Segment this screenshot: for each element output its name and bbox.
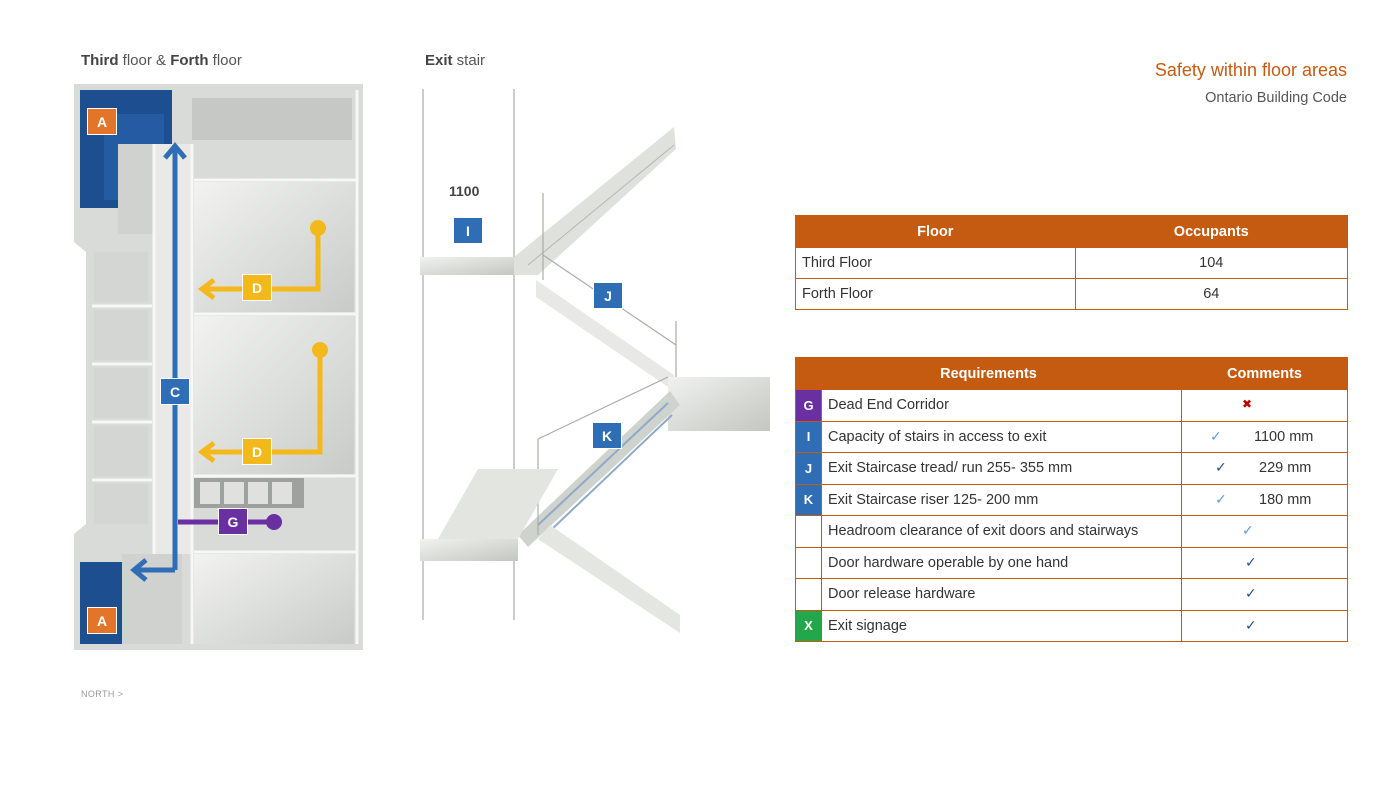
marker-i: I <box>453 217 483 244</box>
comment-cell: ✓ <box>1181 546 1348 579</box>
comment-value: 180 mm <box>1259 491 1312 508</box>
caption-stair: stair <box>452 52 486 69</box>
page-subtitle: Ontario Building Code <box>1205 90 1347 106</box>
occupants-cell: 104 <box>1074 247 1349 279</box>
table-row: Door release hardware ✓ <box>795 578 1348 611</box>
table-row: Door hardware operable by one hand ✓ <box>795 546 1348 579</box>
comment-cell: ✖ <box>1181 389 1348 422</box>
requirement-cell: Exit Staircase riser 125- 200 mm <box>821 483 1182 516</box>
floor-plan-caption: Third floor & Forth floor <box>81 52 242 69</box>
marker-d-bottom: D <box>242 438 272 465</box>
comment-cell: ✓ 180 mm <box>1181 483 1348 516</box>
caption-floor-and: floor & <box>118 52 171 69</box>
requirement-cell: Exit signage <box>821 609 1182 642</box>
header-occupants: Occupants <box>1074 215 1349 248</box>
requirement-cell: Door release hardware <box>821 578 1182 611</box>
table-row: G Dead End Corridor ✖ <box>795 389 1348 422</box>
code-badge-empty <box>795 578 822 611</box>
marker-j: J <box>593 282 623 309</box>
table-row: Headroom clearance of exit doors and sta… <box>795 515 1348 548</box>
page-title: Safety within floor areas <box>1154 60 1347 80</box>
table-row: J Exit Staircase tread/ run 255- 355 mm … <box>795 452 1348 485</box>
stair-flight-top <box>514 127 676 275</box>
requirements-table: Requirements Comments G Dead End Corrido… <box>795 357 1348 642</box>
north-indicator: NORTH > <box>81 689 124 699</box>
table-row: X Exit signage ✓ <box>795 609 1348 642</box>
requirement-cell: Door hardware operable by one hand <box>821 546 1182 579</box>
cross-icon: ✖ <box>1242 397 1253 411</box>
comment-value: 229 mm <box>1259 460 1312 476</box>
header-requirements: Requirements <box>795 357 1182 390</box>
header-floor: Floor <box>795 215 1076 248</box>
marker-k: K <box>592 422 622 449</box>
comment-cell: ✓ 1100 mm <box>1181 420 1348 453</box>
exit-stair-illustration <box>420 89 770 633</box>
stair-width-dimension: 1100 <box>449 183 480 199</box>
check-icon: ✓ <box>1215 459 1227 475</box>
code-badge-empty <box>795 515 822 548</box>
marker-a-top: A <box>87 108 117 135</box>
check-icon: ✓ <box>1245 585 1257 601</box>
occupants-cell: 64 <box>1074 278 1349 310</box>
marker-a-bottom: A <box>87 607 117 634</box>
requirement-cell: Exit Staircase tread/ run 255- 355 mm <box>821 452 1182 485</box>
table-row: I Capacity of stairs in access to exit ✓… <box>795 420 1348 453</box>
floor-cell: Third Floor <box>795 247 1076 279</box>
header-comments: Comments <box>1181 357 1348 390</box>
comment-cell: ✓ <box>1181 515 1348 548</box>
code-badge-x: X <box>795 609 822 642</box>
marker-g: G <box>218 508 248 535</box>
code-badge-i: I <box>795 420 822 453</box>
floor-plan-illustration <box>74 84 363 650</box>
code-badge-g: G <box>795 389 822 422</box>
check-icon: ✓ <box>1210 427 1222 444</box>
check-icon: ✓ <box>1215 490 1227 507</box>
code-badge-empty <box>795 546 822 579</box>
comment-cell: ✓ <box>1181 609 1348 642</box>
requirement-cell: Capacity of stairs in access to exit <box>821 420 1182 453</box>
caption-floor: floor <box>208 52 242 69</box>
marker-d-top: D <box>242 274 272 301</box>
table-row: K Exit Staircase riser 125- 200 mm ✓ 180 … <box>795 483 1348 516</box>
table-row: Forth Floor 64 <box>795 278 1349 310</box>
check-icon: ✓ <box>1242 522 1254 538</box>
comment-value: 1100 mm <box>1254 428 1314 445</box>
requirement-cell: Headroom clearance of exit doors and sta… <box>821 515 1182 548</box>
caption-forth: Forth <box>170 52 209 69</box>
marker-c: C <box>160 378 190 405</box>
requirement-cell: Dead End Corridor <box>821 389 1182 422</box>
comment-cell: ✓ 229 mm <box>1181 452 1348 485</box>
check-icon: ✓ <box>1245 616 1257 633</box>
table-row: Third Floor 104 <box>795 247 1349 279</box>
occupants-table: Floor Occupants Third Floor 104 Forth Fl… <box>795 215 1349 310</box>
check-icon: ✓ <box>1245 553 1257 570</box>
exit-stair-caption: Exit stair <box>425 52 485 69</box>
code-badge-j: J <box>795 452 822 485</box>
stair-flight-middle <box>536 280 674 391</box>
caption-third: Third <box>81 52 119 69</box>
comment-cell: ✓ <box>1181 578 1348 611</box>
floor-cell: Forth Floor <box>795 278 1076 310</box>
code-badge-k: K <box>795 483 822 516</box>
caption-exit: Exit <box>425 52 453 69</box>
